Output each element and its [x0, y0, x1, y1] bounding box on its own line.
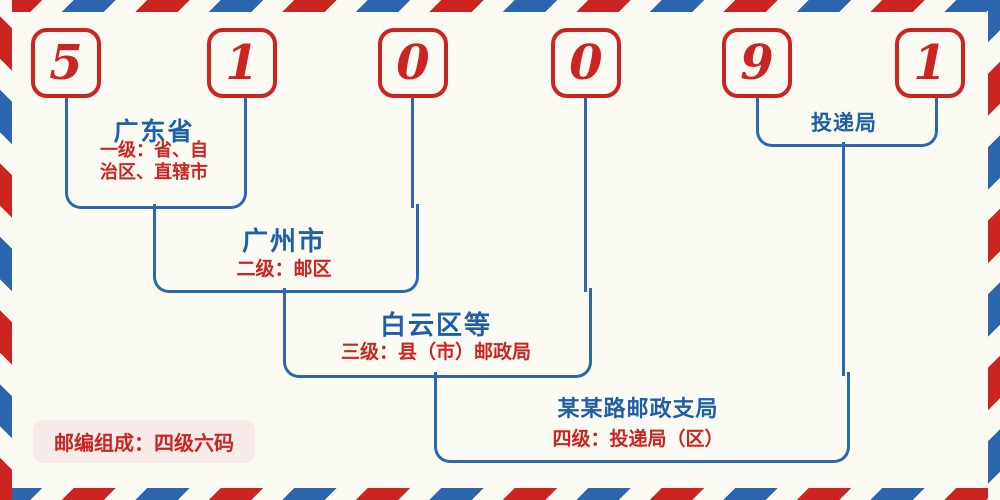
digit-value-4: 0 [569, 35, 603, 91]
airmail-border-right [988, 0, 1000, 500]
connector-bracket-level4 [434, 372, 850, 463]
delivery-office-label: 投递局 [811, 111, 877, 135]
level1-title: 广东省 [113, 117, 195, 146]
level4-title: 某某路邮政支局 [557, 397, 719, 422]
airmail-border-top [0, 0, 1000, 12]
digit-box-4: 0 [551, 28, 621, 98]
level4-subtitle: 四级：投递局（区） [552, 428, 724, 450]
digit-value-6: 1 [913, 35, 947, 91]
connector-line-digit3 [411, 96, 414, 208]
connector-line-digit4 [584, 96, 587, 292]
postal-code-composition-note-text: 邮编组成：四级六码 [54, 431, 234, 455]
digit-value-1: 5 [49, 35, 83, 91]
airmail-border-left [0, 0, 12, 500]
connector-bracket-delivery [756, 96, 938, 147]
level3-title: 白云区等 [379, 311, 493, 341]
digit-box-1: 5 [31, 28, 101, 98]
level1-subtitle: 一级：省、自 治区、直辖市 [100, 140, 208, 184]
digit-value-2: 1 [225, 35, 259, 91]
level2-title: 广州市 [241, 227, 327, 257]
digit-value-5: 9 [740, 35, 774, 91]
digit-box-2: 1 [207, 28, 277, 98]
postal-code-composition-note: 邮编组成：四级六码 [33, 420, 255, 463]
level1-subtitle-line1: 一级：省、自 [100, 140, 208, 161]
digit-value-3: 0 [396, 35, 430, 91]
level1-subtitle-line2: 治区、直辖市 [100, 162, 208, 183]
level2-subtitle: 二级：邮区 [236, 258, 332, 280]
digit-box-6: 1 [895, 28, 965, 98]
airmail-border-bottom [0, 488, 1000, 500]
digit-box-3: 0 [378, 28, 448, 98]
level3-subtitle: 三级：县（市）邮政局 [340, 341, 532, 363]
digit-box-5: 9 [722, 28, 792, 98]
connector-line-delivery [842, 142, 845, 376]
